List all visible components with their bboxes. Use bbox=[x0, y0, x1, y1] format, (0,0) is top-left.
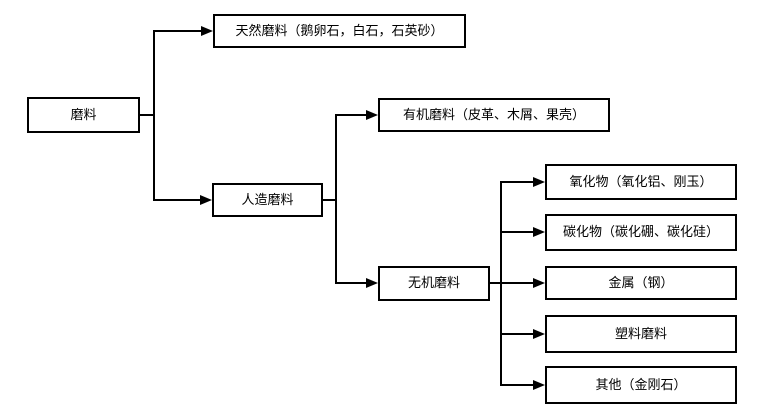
node-organic-abrasive: 有机磨料（皮革、木屑、果壳） bbox=[378, 98, 610, 132]
arrowhead-organic bbox=[366, 110, 378, 120]
node-abrasive-label: 磨料 bbox=[70, 107, 97, 123]
arrowhead-artificial bbox=[200, 195, 212, 205]
node-organic-label: 有机磨料（皮革、木屑、果壳） bbox=[402, 107, 585, 123]
node-natural-label: 天然磨料（鹅卵石，白石，石英砂） bbox=[235, 23, 444, 39]
node-abrasive-root: 磨料 bbox=[27, 97, 140, 133]
node-metal: 金属（钢） bbox=[545, 266, 737, 300]
node-oxide: 氧化物（氧化铝、刚玉） bbox=[545, 164, 737, 200]
arrowhead-inorganic bbox=[366, 278, 378, 288]
node-natural-abrasive: 天然磨料（鹅卵石，白石，石英砂） bbox=[213, 14, 466, 48]
node-other: 其他（金刚石） bbox=[545, 366, 737, 404]
arrowhead-plastic bbox=[533, 329, 545, 339]
node-artificial-abrasive: 人造磨料 bbox=[212, 183, 323, 217]
arrowhead-oxide bbox=[533, 177, 545, 187]
node-inorganic-abrasive: 无机磨料 bbox=[378, 266, 490, 301]
node-plastic-label: 塑料磨料 bbox=[614, 326, 667, 342]
arrowhead-carbide bbox=[533, 227, 545, 237]
node-other-label: 其他（金刚石） bbox=[595, 377, 687, 393]
arrowhead-natural bbox=[201, 26, 213, 36]
node-plastic-abrasive: 塑料磨料 bbox=[545, 315, 737, 353]
node-artificial-label: 人造磨料 bbox=[241, 192, 294, 208]
node-carbide: 碳化物（碳化硼、碳化硅） bbox=[545, 214, 737, 251]
node-inorganic-label: 无机磨料 bbox=[407, 276, 460, 291]
arrowhead-other bbox=[533, 380, 545, 390]
node-metal-label: 金属（钢） bbox=[608, 275, 674, 291]
node-oxide-label: 氧化物（氧化铝、刚玉） bbox=[569, 174, 713, 190]
arrowhead-metal bbox=[533, 278, 545, 288]
node-carbide-label: 碳化物（碳化硼、碳化硅） bbox=[562, 225, 719, 240]
